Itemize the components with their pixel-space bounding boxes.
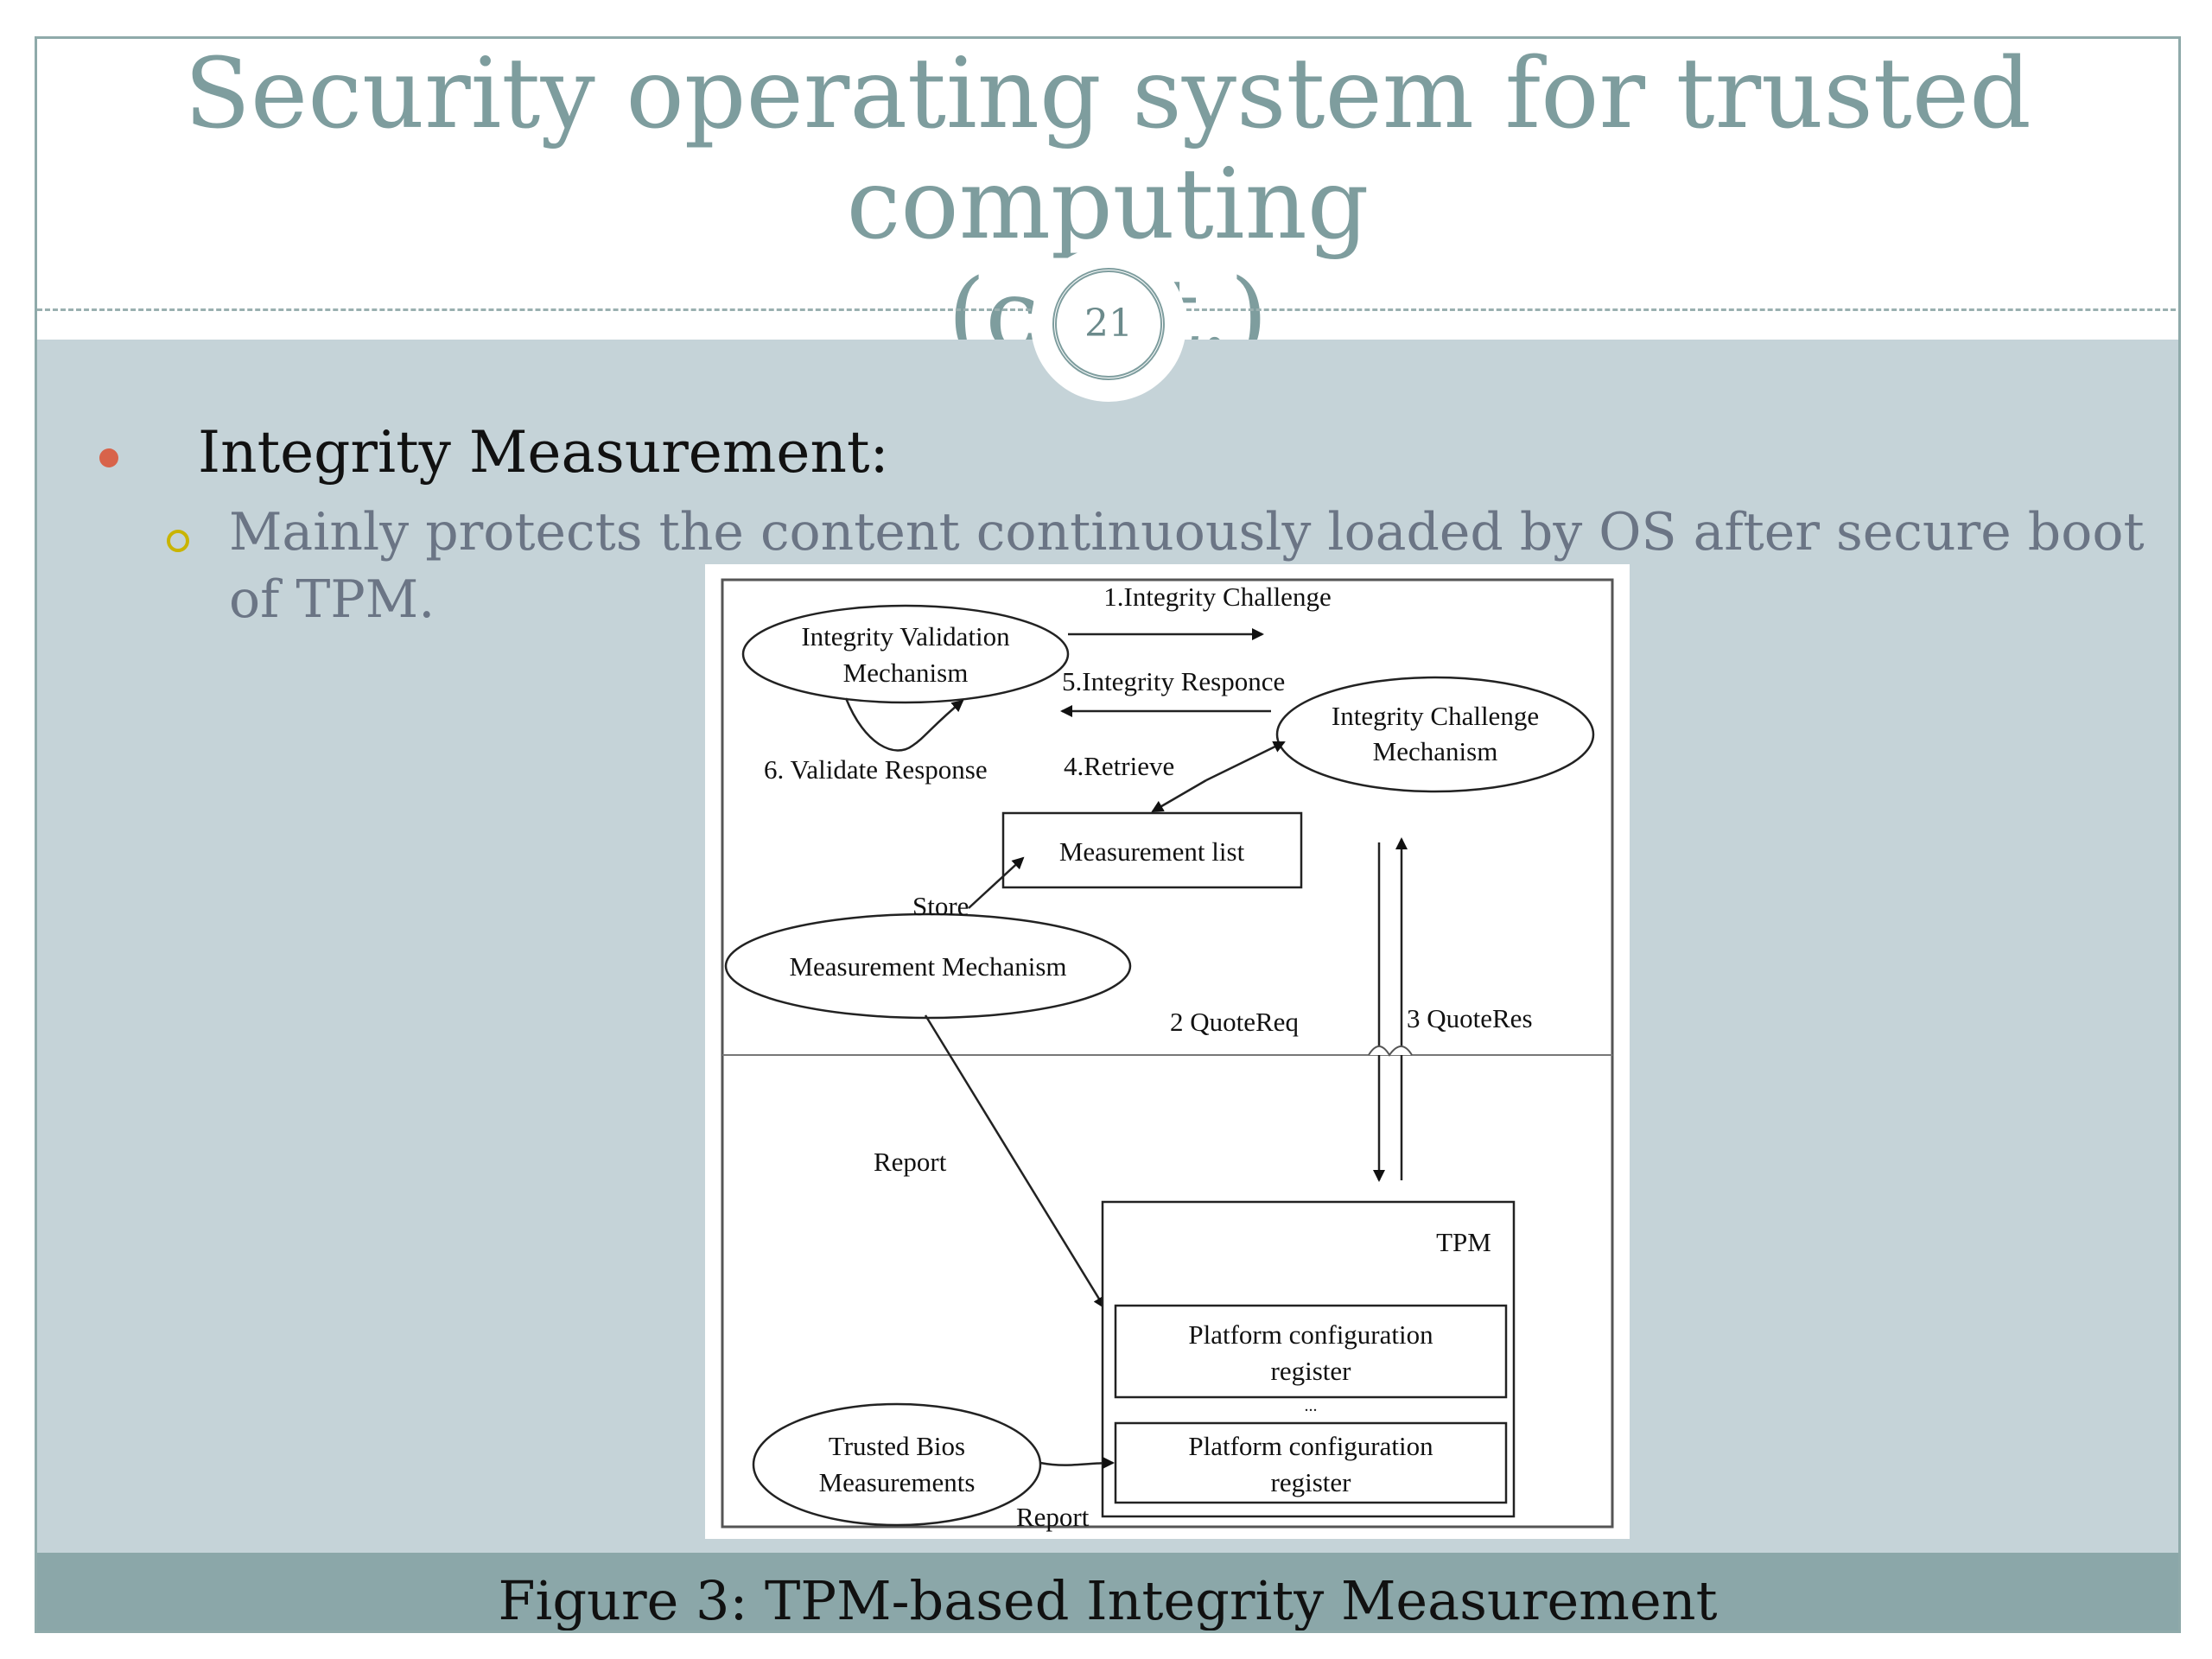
diagram-frame <box>721 578 1614 1529</box>
pcr1-label-2: register <box>1271 1356 1352 1386</box>
sub-bullet-text: Mainly protects the content continuously… <box>229 502 2145 630</box>
figure-caption: Figure 3: TPM-based Integrity Measuremen… <box>498 1569 1718 1632</box>
report-label-1: Report <box>874 1147 947 1177</box>
measurement-list-label: Measurement list <box>1059 836 1245 867</box>
slide-footer-band <box>37 1553 2178 1630</box>
bullet-heading: Integrity Measurement: <box>198 419 889 486</box>
store-arrow <box>968 856 1025 909</box>
ivm-label-1: Integrity Validation <box>801 621 1010 652</box>
icm-label-1: Integrity Challenge <box>1332 701 1539 731</box>
figure-panel: Integrity Validation Mechanism Integrity… <box>705 564 1630 1539</box>
pcr-ellipsis: ... <box>1305 1396 1318 1415</box>
pcr-node-1 <box>1114 1304 1508 1399</box>
response-label: 5.Integrity Responce <box>1062 666 1285 696</box>
sub-bullet-ring-icon <box>167 530 189 552</box>
validate-loop-arrow <box>844 697 964 752</box>
icm-label-2: Mechanism <box>1373 736 1498 766</box>
page-number-badge: 21 <box>1052 268 1165 380</box>
store-label: Store <box>912 891 969 921</box>
measurement-mechanism-label: Measurement Mechanism <box>789 951 1066 982</box>
integrity-challenge-node <box>1275 676 1595 793</box>
challenge-label: 1.Integrity Challenge <box>1103 582 1331 612</box>
integrity-validation-node <box>741 604 1070 704</box>
tpm-label: TPM <box>1436 1227 1491 1257</box>
integrity-measurement-diagram: Integrity Validation Mechanism Integrity… <box>721 578 1614 1532</box>
retrieve-arrow-to-list <box>1151 779 1207 813</box>
bios-label-1: Trusted Bios <box>829 1431 965 1461</box>
report-arrow-bios <box>1039 1457 1115 1470</box>
pcr1-label-1: Platform configuration <box>1188 1319 1433 1350</box>
ivm-label-2: Mechanism <box>843 658 969 688</box>
retrieve-label: 4.Retrieve <box>1064 751 1174 781</box>
report-arrow-measurement <box>924 1014 1106 1309</box>
pcr2-label-1: Platform configuration <box>1188 1431 1433 1461</box>
measurement-list-node <box>1001 811 1303 889</box>
bullet-dot-icon <box>99 448 118 467</box>
title-line-1: Security operating system for trusted co… <box>184 38 2031 261</box>
quotereq-label: 2 QuoteReq <box>1170 1007 1299 1037</box>
boundary-crossing-hops <box>1368 1046 1413 1057</box>
header-divider-left <box>37 308 1031 311</box>
validate-label: 6. Validate Response <box>764 754 988 785</box>
pcr-node-2 <box>1114 1421 1508 1504</box>
trusted-bios-node <box>752 1402 1042 1527</box>
report-label-2: Report <box>1016 1502 1090 1532</box>
header-divider-right <box>1186 308 2178 311</box>
retrieve-arrow-to-challenge <box>1205 741 1286 782</box>
quoteres-label: 3 QuoteRes <box>1407 1003 1533 1033</box>
slide-header: Security operating system for trusted co… <box>37 38 2178 371</box>
pcr2-label-2: register <box>1271 1467 1352 1497</box>
bios-label-2: Measurements <box>819 1467 976 1497</box>
slide: Security operating system for trusted co… <box>35 36 2181 1633</box>
